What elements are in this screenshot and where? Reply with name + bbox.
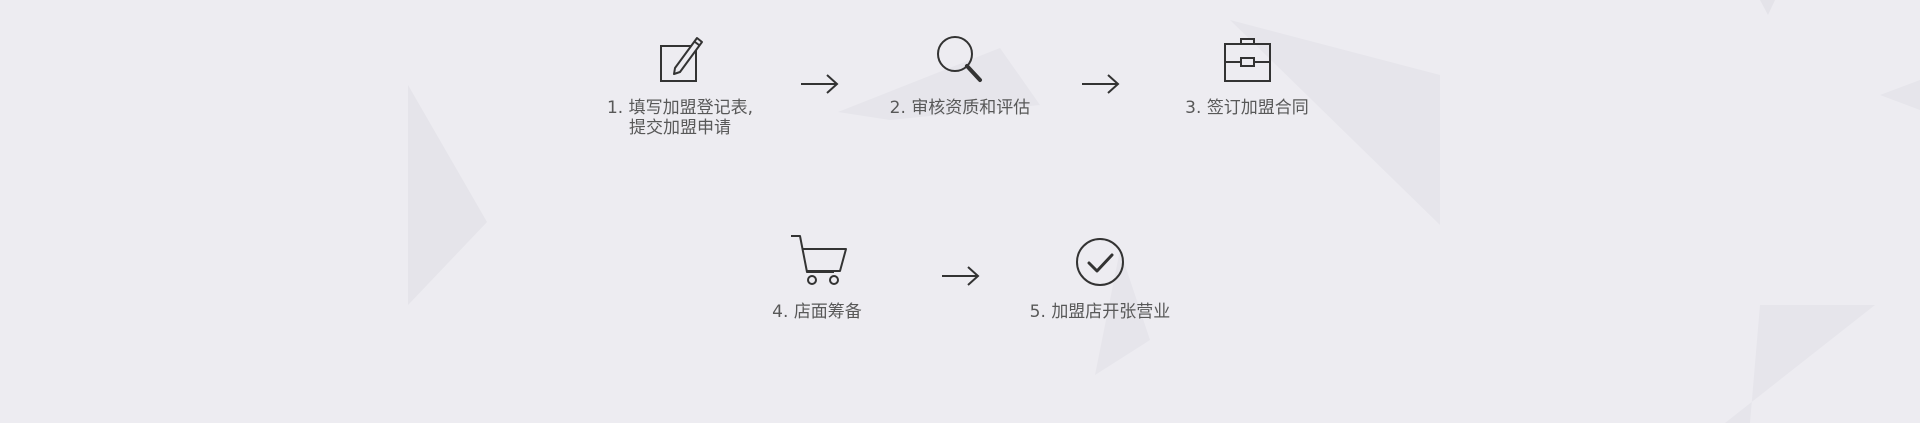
step-2-label: 2. 审核资质和评估 (860, 98, 1060, 118)
step-1: 1. 填写加盟登记表, 提交加盟申请 (560, 34, 800, 138)
step-1-number: 1. (606, 98, 624, 118)
step-1-label: 1. 填写加盟登记表, (560, 98, 800, 118)
arrow-right-icon (801, 74, 839, 94)
bg-triangle (1230, 20, 1440, 225)
step-3-text: 签订加盟合同 (1206, 98, 1309, 118)
step-5-text: 加盟店开张营业 (1051, 302, 1171, 322)
arrow-right-icon (1082, 74, 1120, 94)
bg-triangle (408, 85, 487, 305)
briefcase-icon (1224, 38, 1271, 82)
edit-icon (660, 37, 703, 82)
step-1-text-line2: 提交加盟申请 (629, 118, 731, 138)
step-1-text-line1: 填写加盟登记表, (628, 98, 754, 118)
arrow-right-icon (942, 266, 980, 286)
bg-triangle (1880, 80, 1920, 110)
bg-triangle (1760, 0, 1775, 15)
step-2-text: 审核资质和评估 (911, 98, 1031, 118)
step-3-label: 3. 签订加盟合同 (1147, 98, 1347, 118)
step-5-label: 5. 加盟店开张营业 (1000, 302, 1200, 322)
step-2: 2. 审核资质和评估 (860, 34, 1060, 118)
step-2-number: 2. (889, 98, 906, 118)
step-1-label-line2: 提交加盟申请 (560, 118, 800, 138)
step-4: 4. 店面筹备 (717, 232, 917, 322)
step-4-label: 4. 店面筹备 (717, 302, 917, 322)
step-4-text: 店面筹备 (793, 302, 862, 322)
step-5-number: 5. (1029, 302, 1046, 322)
bg-triangle (838, 48, 1040, 120)
search-icon (937, 36, 982, 82)
step-5: 5. 加盟店开张营业 (1000, 236, 1200, 322)
step-3-number: 3. (1185, 98, 1202, 118)
bg-triangle (1725, 305, 1875, 423)
check-circle-icon (1076, 238, 1124, 286)
bg-triangle (1095, 250, 1150, 375)
cart-icon (791, 235, 847, 285)
step-3: 3. 签订加盟合同 (1147, 34, 1347, 118)
step-4-number: 4. (772, 302, 789, 322)
